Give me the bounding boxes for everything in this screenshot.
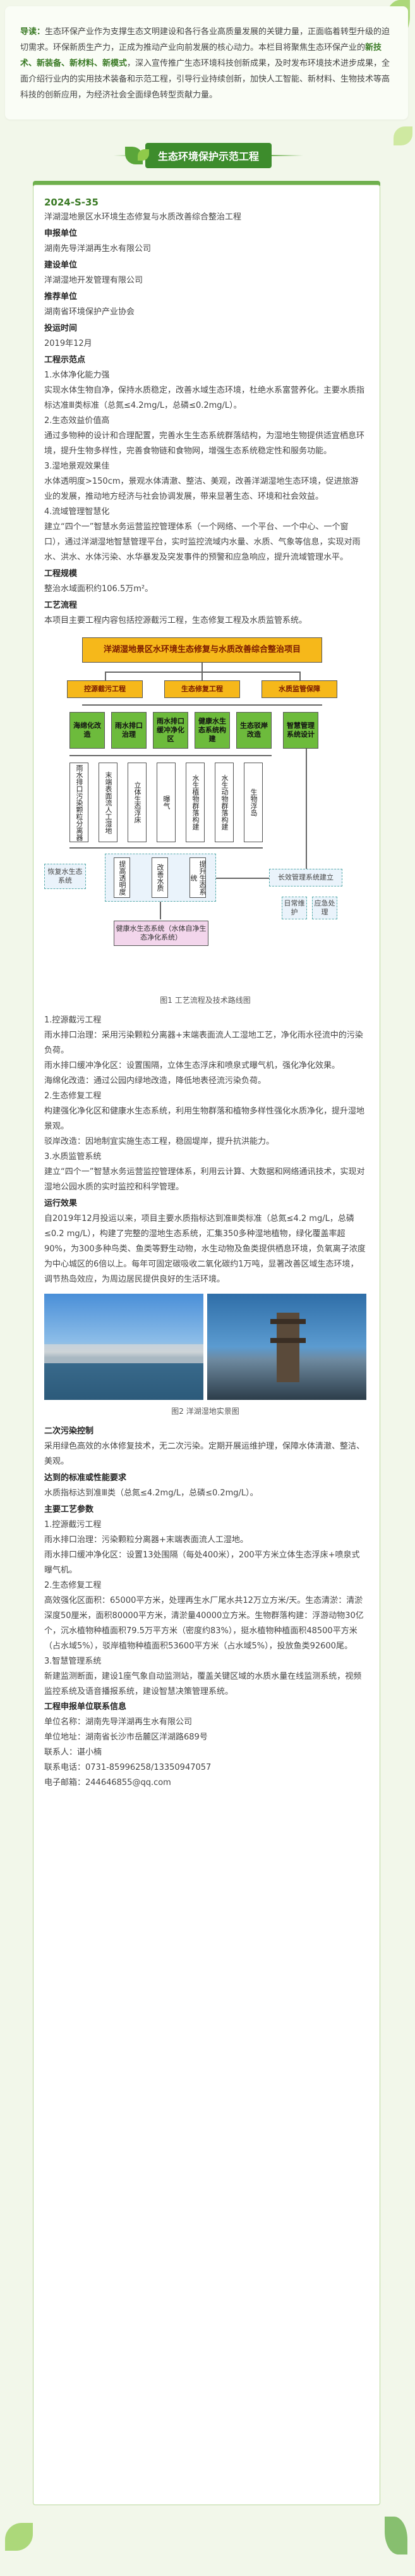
scale: 整治水域面积约106.5万m²。 <box>44 584 153 594</box>
leaf-decoration <box>5 2523 33 2551</box>
contact-heading: 工程申报单位联系信息 <box>44 1702 127 1712</box>
flow-l2-1: 控源截污工程 <box>67 680 143 698</box>
effect-2: 通过多物种的设计和合理配置，完善水生生态系统群落结构，为湿地生物提供适宜栖息环境… <box>44 431 365 456</box>
part-3-title: 3.水质监管系统 <box>44 1152 102 1162</box>
effect-1-title: 1.水体净化能力强 <box>44 371 110 380</box>
flow-l4-5: 水生植物群落构建 <box>186 763 205 842</box>
flow-left-box: 恢复水生态系统 <box>44 864 86 889</box>
target-heading: 达到的标准或性能要求 <box>44 1473 127 1483</box>
leaf-icon <box>138 149 149 161</box>
part-1-b: 雨水排口缓冲净化区：设置围隔，立体生态浮床和喷泉式曝气机，强化净化效果。 <box>44 1061 340 1070</box>
process-flowchart: 洋湖湿地景区水环境生态修复与水质改善综合整治项目 控源截污工程 生态修复工程 水… <box>44 635 360 989</box>
builder: 洋湖湿地开发管理有限公司 <box>44 276 143 285</box>
param-3-title: 3.智慧管理系统 <box>44 1657 102 1666</box>
intro-text: 生态环保产业作为支撑生态文明建设和各行各业高质量发展的关键力量，正面临着转型升级… <box>20 27 390 52</box>
flow-bottom: 健康水生态系统（水体自净生态净化系统） <box>114 921 208 946</box>
flow-right-box: 长效管理系统建立 <box>269 869 342 886</box>
flow-sub-2: 应急处理 <box>312 897 337 919</box>
project-name: 洋湖湿地景区水环境生态修复与水质改善综合整治工程 <box>44 212 242 222</box>
flow-l3-4: 健康水生态系统构建 <box>195 712 230 749</box>
leaf-decoration <box>394 126 412 145</box>
part-2-title: 2.生态修复工程 <box>44 1091 102 1101</box>
flow-l4-2: 末端表面流人工湿地 <box>99 763 117 842</box>
flow-l5-2: 改善水质 <box>152 857 168 898</box>
process-heading: 工艺流程 <box>44 601 78 610</box>
target: 水质指标达到准Ⅲ类（总氮≤4.2mg/L，总磷≤0.2mg/L）。 <box>44 1488 258 1498</box>
project-content: 2024-S-35 洋湖湿地景区水环境生态修复与水质改善综合整治工程 申报单位 … <box>44 190 366 1791</box>
scale-heading: 工程规模 <box>44 569 78 579</box>
flow-l3-3: 雨水排口缓冲净化区 <box>153 712 188 749</box>
flow-sub-1: 日常维护 <box>282 897 307 919</box>
date-heading: 投运时间 <box>44 324 78 333</box>
intro-label: 导读： <box>20 27 45 37</box>
effect-3: 水体透明度>150cm，景观水体清澈、整洁、美观，改善洋湖湿地生态环境，促进旅游… <box>44 477 359 501</box>
param-1-a: 雨水排口治理：污染颗粒分离器+末端表面流人工湿地。 <box>44 1535 248 1545</box>
effect-4-title: 4.流域管理智慧化 <box>44 507 110 517</box>
flow-top: 洋湖湿地景区水环境生态修复与水质改善综合整治项目 <box>82 637 322 663</box>
param-2: 高效强化区面积：65000平方米，处理再生水厂尾水共12万立方米/天。生态清淤：… <box>44 1596 364 1651</box>
part-2-b: 驳岸改造：因地制宜实施生态工程，稳固堤岸，提升抗洪能力。 <box>44 1137 275 1146</box>
contact-name: 单位名称：湖南先导洋湖再生水有限公司 <box>44 1717 193 1727</box>
flow-l4-6: 水生动物群落构建 <box>215 763 234 842</box>
part-3: 建立“四个一”智慧水务运营监控管理体系，利用云计算、大数据和网络通讯技术，实现对… <box>44 1167 365 1192</box>
wetland-photo <box>44 1294 203 1400</box>
secondary-pollution: 采用绿色高效的水体修复技术，无二次污染。定期开展运维护理，保障水体清澈、整洁、美… <box>44 1442 365 1466</box>
figure-2-caption: 图2 洋湖湿地实景图 <box>171 1407 239 1416</box>
flow-l3-1: 海绵化改造 <box>69 712 105 749</box>
process: 本项目主要工程内容包括控源截污工程，生态修复工程及水质监管系统。 <box>44 616 308 625</box>
card-top-bar <box>33 181 380 186</box>
builder-heading: 建设单位 <box>44 261 78 270</box>
secondary-pollution-heading: 二次污染控制 <box>44 1426 94 1436</box>
figure-1-caption: 图1 工艺流程及技术路线图 <box>160 996 251 1005</box>
contact-phone: 联系电话：0731-85996258/13350947057 <box>44 1763 212 1772</box>
recommender: 湖南省环境保护产业协会 <box>44 307 135 317</box>
part-1-c: 海绵化改造：通过公园内绿地改造，降低地表径流污染负荷。 <box>44 1076 267 1086</box>
contact-email: 电子邮箱：244646855@qq.com <box>44 1778 171 1788</box>
flow-l2-3: 水质监管保障 <box>262 680 337 698</box>
param-2-title: 2.生态修复工程 <box>44 1581 102 1590</box>
flow-l5-3: 提升生态系统 <box>189 857 207 898</box>
photo-row <box>44 1294 366 1400</box>
operation: 自2019年12月投运以来，项目主要水质指标达到准Ⅲ类标准（总氮≤4.2 mg/… <box>44 1214 366 1284</box>
flow-l4-3: 立体生态浮床 <box>128 763 147 842</box>
flow-l5-1: 提高透明度 <box>114 857 130 898</box>
part-2-a: 构建强化净化区和健康水生态系统，利用生物群落和植物多样性强化水质净化，提升湿地景… <box>44 1107 365 1131</box>
flow-l4-4: 曝气 <box>157 763 176 842</box>
recommender-heading: 推荐单位 <box>44 292 78 302</box>
flow-l4-1: 雨水排口污染颗粒分离器 <box>69 763 88 842</box>
applicant: 湖南先导洋湖再生水有限公司 <box>44 244 152 254</box>
section-header: 生态环境保护示范工程 <box>114 143 303 168</box>
part-1-title: 1.控源截污工程 <box>44 1015 102 1025</box>
flow-l3-2: 雨水排口治理 <box>111 712 147 749</box>
flow-l2-2: 生态修复工程 <box>164 680 240 698</box>
flow-l3-5: 生态驳岸改造 <box>236 712 272 749</box>
contact-person: 联系人：谌小楠 <box>44 1748 102 1757</box>
param-1-title: 1.控源截污工程 <box>44 1520 102 1530</box>
param-heading: 主要工艺参数 <box>44 1505 94 1514</box>
param-1-b: 雨水排口缓冲净化区：设置13处围隔（每处400米），200平方米立体生态浮床+喷… <box>44 1550 360 1575</box>
effect-heading: 工程示范点 <box>44 355 86 365</box>
operation-heading: 运行效果 <box>44 1199 78 1208</box>
section-title: 生态环境保护示范工程 <box>145 143 272 168</box>
date: 2019年12月 <box>44 339 92 348</box>
intro-box: 导读：生态环保产业作为支撑生态文明建设和各行各业高质量发展的关键力量，正面临着转… <box>5 6 408 120</box>
effect-4: 建立“四个一”智慧水务运营监控管理体系（一个网络、一个平台、一个中心、一个窗口）… <box>44 522 361 562</box>
intro-text-2: ，深入宣传推广生态环境科技创新成果，及时发布环境技术进步成果，全面介绍行业内的实… <box>20 59 390 100</box>
effect-3-title: 3.湿地景观效果佳 <box>44 462 110 471</box>
leaf-decoration <box>385 2517 407 2555</box>
project-code: 2024-S-35 <box>44 197 99 208</box>
part-1-a: 雨水排口治理：采用污染颗粒分离器+末端表面流人工湿地工艺，净化雨水径流中的污染负… <box>44 1031 363 1055</box>
flow-l3-6: 智慧管理系统设计 <box>283 712 318 749</box>
param-3: 新建监测断面，建设1座气象自动监测站，覆盖关键区域的水质水量在线监测系统，视频监… <box>44 1672 362 1696</box>
effect-1: 实现水体生物自净，保持水质稳定，改善水域生态环境，杜绝水系富营养化。主要水质指标… <box>44 386 365 410</box>
contact-address: 单位地址：湖南省长沙市岳麓区洋湖路689号 <box>44 1733 208 1742</box>
tower-photo <box>207 1294 366 1400</box>
applicant-heading: 申报单位 <box>44 229 78 238</box>
flow-l4-7: 生物浮岛 <box>244 763 263 842</box>
effect-2-title: 2.生态效益价值高 <box>44 416 110 426</box>
intro-keywords: 新技术、新装备、新材料、新模式 <box>20 43 382 68</box>
